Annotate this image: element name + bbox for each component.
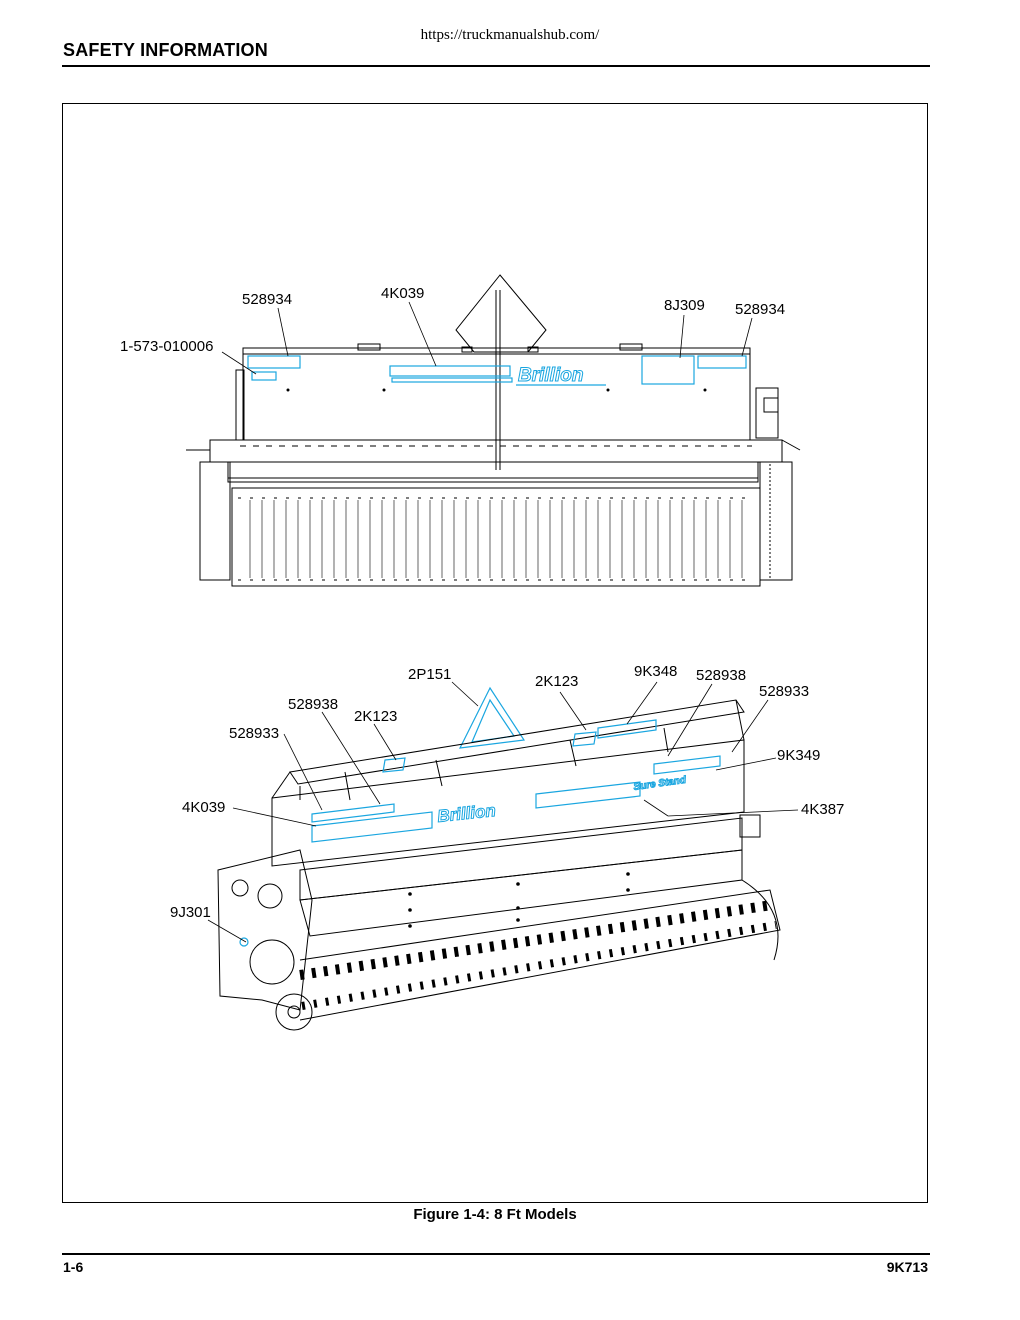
decal-8j309 [641, 355, 695, 385]
iso-side-plate [217, 849, 313, 1011]
label-iso-9k349: 9K349 [777, 747, 820, 764]
brand-logo-top: Brillion [518, 365, 583, 386]
brand-logo-iso: Brillion [436, 801, 496, 826]
decal-4k387 [535, 781, 641, 809]
iso-seed-hopper [271, 739, 745, 867]
label-iso-528933-left: 528933 [229, 725, 279, 742]
label-iso-2k123-right: 2K123 [535, 673, 578, 690]
label-iso-4k387: 4K387 [801, 801, 844, 818]
decal-528934-right [697, 355, 747, 369]
decal-4k039-iso [311, 811, 433, 843]
page-number: 1-6 [63, 1259, 84, 1275]
source-url[interactable]: https://truckmanualshub.com/ [420, 27, 600, 43]
decal-2p151-smv [458, 686, 526, 749]
label-iso-528938-left: 528938 [288, 696, 338, 713]
decal-2k123-left [382, 757, 406, 773]
label-iso-9j301: 9J301 [170, 904, 211, 921]
document-number: 9K713 [886, 1259, 928, 1275]
label-top-528934-left: 528934 [242, 291, 292, 308]
label-top-4k039: 4K039 [381, 285, 424, 302]
footer-rule [62, 1253, 930, 1255]
figure-frame [62, 103, 928, 1203]
decal-1-573-010006 [251, 371, 277, 381]
product-logo-iso: Sure Stand [633, 775, 688, 793]
decal-2k123-right [572, 731, 597, 747]
header-rule [62, 65, 930, 67]
label-iso-2k123-left: 2K123 [354, 708, 397, 725]
label-top-1-573-010006: 1-573-010006 [120, 338, 213, 355]
hitch-a-frame [455, 274, 547, 353]
top-view-machine: Brillion [186, 274, 801, 587]
packer-roller-top [231, 487, 761, 587]
iso-view-machine: Brillion Sure Stand [217, 686, 781, 1031]
label-iso-528938-right: 528938 [696, 667, 746, 684]
decal-9k349 [653, 755, 721, 775]
label-iso-2p151: 2P151 [408, 666, 451, 683]
decal-528934-left [247, 355, 301, 369]
label-iso-4k039: 4K039 [182, 799, 225, 816]
decal-4k039 [389, 365, 511, 377]
iso-packer-roller [299, 889, 781, 1021]
decal-528938-left [311, 803, 395, 823]
figure-caption: Figure 1-4: 8 Ft Models [413, 1206, 577, 1223]
decal-9k348 [597, 719, 657, 739]
label-top-528934-right: 528934 [735, 301, 785, 318]
label-top-8j309: 8J309 [664, 297, 705, 314]
iso-view-leaders [207, 681, 799, 943]
top-view-leaders [221, 301, 753, 375]
section-title: SAFETY INFORMATION [63, 40, 268, 60]
label-iso-9k348: 9K348 [634, 663, 677, 680]
label-iso-528933-right: 528933 [759, 683, 809, 700]
